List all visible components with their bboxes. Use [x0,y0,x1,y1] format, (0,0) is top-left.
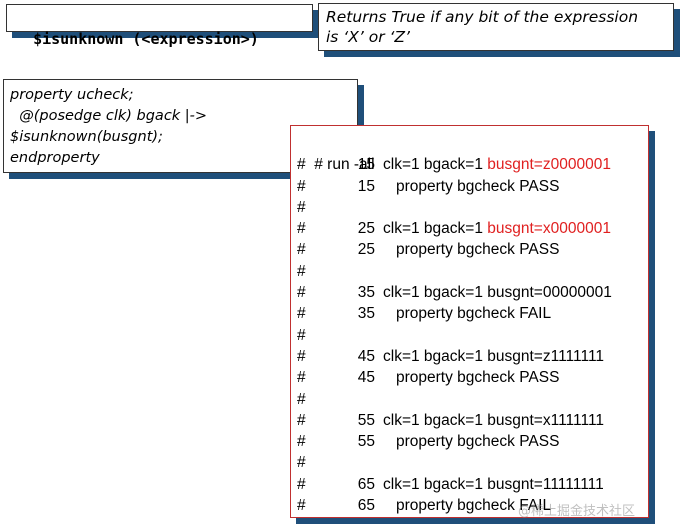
sim-signal-text: clk=1 bgack=1 busgnt=11111111 [383,474,604,495]
sim-time: 25 [357,241,375,259]
sim-hash: # [297,305,306,323]
sim-property-result: property bgcheck PASS [396,369,560,387]
sim-busgnt-value: busgnt=z0000001 [487,156,611,174]
description-box: Returns True if any bit of the expressio… [318,3,674,51]
sim-property-line: #35 property bgcheck FAIL [297,303,648,324]
sim-signal-text: clk=1 bgack=1 busgnt=x1111111 [383,410,604,431]
syntax-box: $isunknown (<expression>) [6,4,313,48]
sim-hash: # [297,369,306,387]
code-line: property ucheck; [10,87,134,103]
code-line: endproperty [10,150,100,166]
sim-busgnt-value: busgnt=00000001 [487,284,612,302]
sim-signals: clk=1 bgack=1 [383,347,488,365]
sim-time: 15 [357,177,375,195]
syntax-text: $isunknown (<expression>) [33,30,259,48]
sim-signal-text: clk=1 bgack=1 busgnt=x0000001 [383,218,611,239]
sim-command-line: # run -all [297,133,648,173]
sim-signal-text: clk=1 bgack=1 busgnt=z0000001 [383,154,611,175]
sim-log: #15 clk=1 bgack=1 busgnt=z0000001 #15 prope… [297,154,648,516]
sim-hash: # [297,347,306,365]
description-line: Returns True if any bit of the expressio… [326,8,639,26]
sim-time: 35 [357,305,375,323]
sim-signal-text: clk=1 bgack=1 busgnt=z1111111 [383,346,604,367]
sim-property-result: property bgcheck PASS [396,241,560,259]
code-line: $isunknown(busgnt); [10,129,163,145]
sim-property-result: property bgcheck FAIL [396,497,552,515]
sim-busgnt-value: busgnt=z1111111 [487,347,605,365]
sim-busgnt-value: busgnt=x0000001 [487,220,611,238]
sim-property-line: #15 property bgcheck PASS [297,176,648,197]
sim-time: 65 [357,475,375,493]
sim-signal-line: #35 clk=1 bgack=1 busgnt=00000001 [297,282,648,303]
sim-time: 55 [357,411,375,429]
sim-hash: # [297,433,306,451]
sim-property-line: #65 property bgcheck FAIL [297,495,648,516]
sim-hash: # [297,156,306,174]
sim-signals: clk=1 bgack=1 [383,220,488,238]
sim-time: 55 [357,433,375,451]
sim-command: # run -all [314,156,375,174]
sim-signal-line: #25 clk=1 bgack=1 busgnt=x0000001 [297,218,648,239]
sim-hash: # [297,497,306,515]
sim-spacer-line: # [297,261,648,282]
code-line: @(posedge clk) bgack |-> [10,108,208,124]
sim-hash: # [297,326,306,344]
sim-hash: # [297,475,306,493]
sim-hash: # [297,411,306,429]
sim-property-result: property bgcheck FAIL [396,305,552,323]
sim-hash: # [297,390,306,408]
description-line: is ‘X’ or ‘Z’ [326,28,410,46]
sim-spacer-line: # [297,197,648,218]
sim-property-line: #25 property bgcheck PASS [297,239,648,260]
sim-property-line: #45 property bgcheck PASS [297,367,648,388]
simulation-output-box: # run -all #15 clk=1 bgack=1 busgnt=z0000… [290,125,649,518]
sim-time: 25 [357,220,375,238]
sim-signals: clk=1 bgack=1 [383,284,488,302]
sim-time: 45 [357,369,375,387]
sim-hash: # [297,177,306,195]
watermark: @稀土掘金技术社区 [518,504,636,519]
sim-signals: clk=1 bgack=1 [383,475,488,493]
sim-spacer-line: # [297,325,648,346]
sim-busgnt-value: busgnt=x1111111 [487,411,605,429]
sim-hash: # [297,198,306,216]
sim-property-result: property bgcheck PASS [396,177,560,195]
sim-busgnt-value: busgnt=11111111 [487,475,604,493]
sim-spacer-line: # [297,389,648,410]
sim-time: 45 [357,347,375,365]
sim-spacer-line: # [297,452,648,473]
sim-signal-line: #45 clk=1 bgack=1 busgnt=z1111111 [297,346,648,367]
sim-signal-line: #55 clk=1 bgack=1 busgnt=x1111111 [297,410,648,431]
sim-time: 65 [357,497,375,515]
sim-hash: # [297,220,306,238]
sim-hash: # [297,284,306,302]
sim-hash: # [297,262,306,280]
sim-hash: # [297,454,306,472]
sim-hash: # [297,241,306,259]
sim-property-line: #55 property bgcheck PASS [297,431,648,452]
sim-signals: clk=1 bgack=1 [383,156,488,174]
sim-signals: clk=1 bgack=1 [383,411,488,429]
sim-signal-text: clk=1 bgack=1 busgnt=00000001 [383,282,612,303]
sim-signal-line: #15 clk=1 bgack=1 busgnt=z0000001 [297,154,648,175]
sim-time: 15 [357,156,375,174]
sim-property-result: property bgcheck PASS [396,433,560,451]
sim-time: 35 [357,284,375,302]
sim-signal-line: #65 clk=1 bgack=1 busgnt=11111111 [297,474,648,495]
